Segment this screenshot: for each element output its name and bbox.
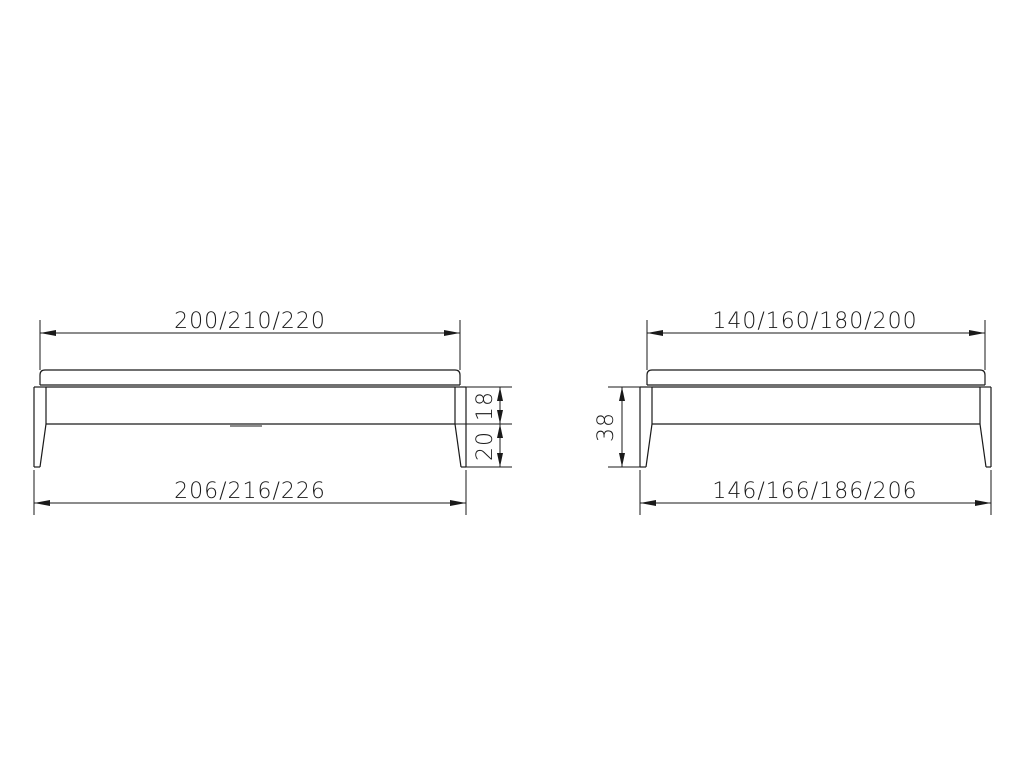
side-view-top-dimension: 200/210/220	[39, 309, 461, 370]
end-view-frame-rail	[640, 386, 991, 425]
end-view-top-board	[646, 369, 986, 386]
side-view-height-dimensions: 18 20	[455, 386, 512, 468]
end-view-height-dimension: 38	[594, 386, 640, 468]
side-view-left-leg	[33, 387, 80, 468]
side-view-frame-height-label: 18	[473, 391, 498, 421]
side-view-bottom-dimension: 206/216/226	[33, 470, 467, 515]
side-view: 200/210/220 206/216/226 18 20	[33, 309, 512, 515]
side-view-frame-rail	[34, 386, 466, 425]
end-view-right-leg	[950, 387, 992, 468]
end-view: 140/160/180/200 146/166/186/206 38	[594, 309, 992, 515]
side-view-top-board	[39, 369, 461, 386]
side-view-top-length-label: 200/210/220	[174, 309, 326, 334]
end-view-top-width-label: 140/160/180/200	[712, 309, 917, 334]
end-view-left-leg	[639, 387, 682, 468]
side-view-bottom-length-label: 206/216/226	[174, 479, 326, 504]
end-view-top-dimension: 140/160/180/200	[646, 309, 986, 370]
side-view-right-leg	[454, 387, 467, 468]
end-view-bottom-width-label: 146/166/186/206	[712, 479, 917, 504]
end-view-total-height-label: 38	[594, 412, 619, 442]
side-view-leg-height-label: 20	[473, 431, 498, 461]
end-view-bottom-dimension: 146/166/186/206	[639, 470, 992, 515]
